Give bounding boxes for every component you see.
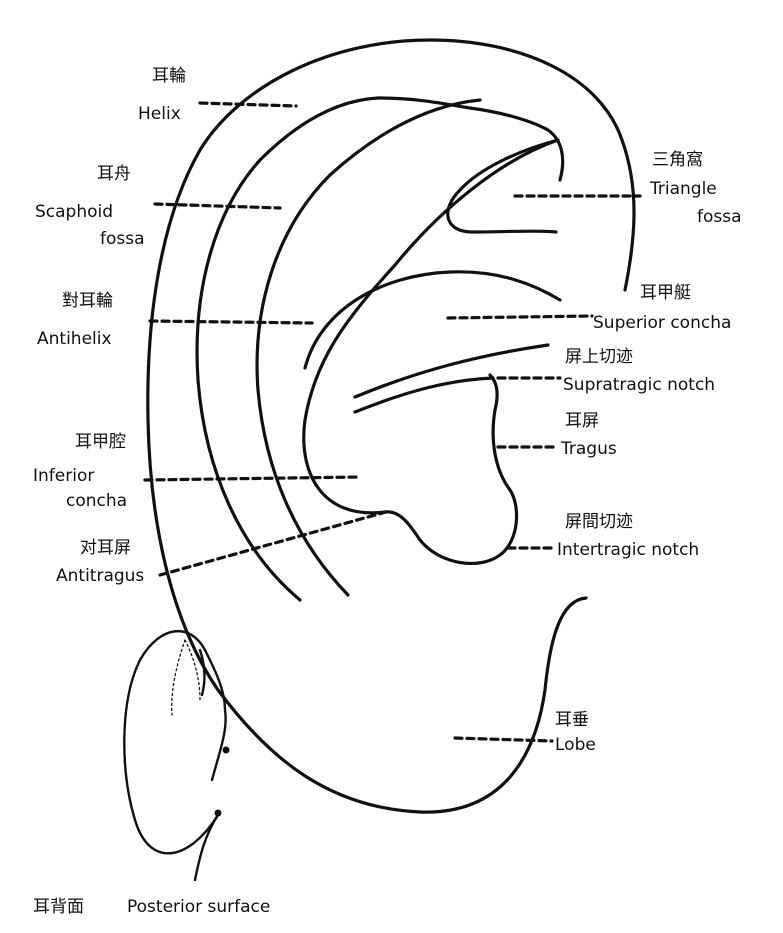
label-helix-en: Helix bbox=[138, 106, 181, 123]
label-tragus-en: Tragus bbox=[561, 441, 617, 458]
label-inferior-concha-en-2: concha bbox=[66, 493, 127, 510]
label-antitragus-zh: 对耳屏 bbox=[80, 540, 131, 557]
label-supratragic-zh: 屏上切迹 bbox=[565, 349, 633, 366]
leader-antihelix bbox=[150, 321, 312, 323]
label-superior-concha-zh: 耳甲艇 bbox=[640, 285, 691, 302]
label-lobe-zh: 耳垂 bbox=[555, 712, 589, 729]
label-lobe-en: Lobe bbox=[555, 737, 596, 754]
superior-concha-curve bbox=[305, 272, 560, 368]
label-helix-zh: 耳輪 bbox=[152, 68, 186, 85]
antihelix-outer bbox=[257, 100, 480, 595]
posterior-ear-inner bbox=[200, 650, 204, 695]
leader-inferior-concha bbox=[145, 477, 360, 480]
triangular-fossa-outline bbox=[448, 140, 558, 232]
posterior-ear-outline bbox=[124, 631, 225, 880]
label-triangle-fossa-en-2: fossa bbox=[697, 209, 742, 226]
crus-upper bbox=[355, 345, 548, 397]
label-superior-concha-en: Superior concha bbox=[593, 315, 731, 332]
label-antitragus-en: Antitragus bbox=[56, 568, 144, 585]
label-antihelix-zh: 對耳輪 bbox=[62, 293, 113, 310]
label-posterior-en: Posterior surface bbox=[127, 899, 270, 916]
label-scaphoid-en-1: Scaphoid bbox=[35, 204, 113, 221]
leader-superior-concha bbox=[448, 316, 592, 318]
label-intertragic-en: Intertragic notch bbox=[557, 542, 699, 559]
label-tragus-zh: 耳屏 bbox=[565, 413, 599, 430]
helix-inner-edge bbox=[197, 98, 563, 600]
crus-lower bbox=[355, 378, 493, 412]
leader-helix bbox=[200, 103, 296, 106]
label-intertragic-zh: 屏間切迹 bbox=[565, 514, 633, 531]
posterior-point-lower bbox=[215, 810, 221, 816]
label-triangle-fossa-en-1: Triangle bbox=[650, 181, 717, 198]
label-inferior-concha-en-1: Inferior bbox=[33, 468, 94, 485]
label-inferior-concha-zh: 耳甲腔 bbox=[75, 434, 126, 451]
label-supratragic-en: Supratragic notch bbox=[563, 377, 715, 394]
label-antihelix-en: Antihelix bbox=[37, 331, 112, 348]
label-scaphoid-en-2: fossa bbox=[100, 231, 145, 248]
leader-lobe bbox=[455, 738, 552, 741]
leader-antitragus bbox=[160, 512, 386, 575]
label-scaphoid-zh: 耳舟 bbox=[97, 166, 131, 183]
label-posterior-zh: 耳背面 bbox=[33, 899, 84, 916]
antihelix-inner bbox=[304, 140, 558, 563]
posterior-point-upper bbox=[223, 747, 229, 753]
label-triangle-fossa-zh: 三角窩 bbox=[652, 152, 703, 169]
